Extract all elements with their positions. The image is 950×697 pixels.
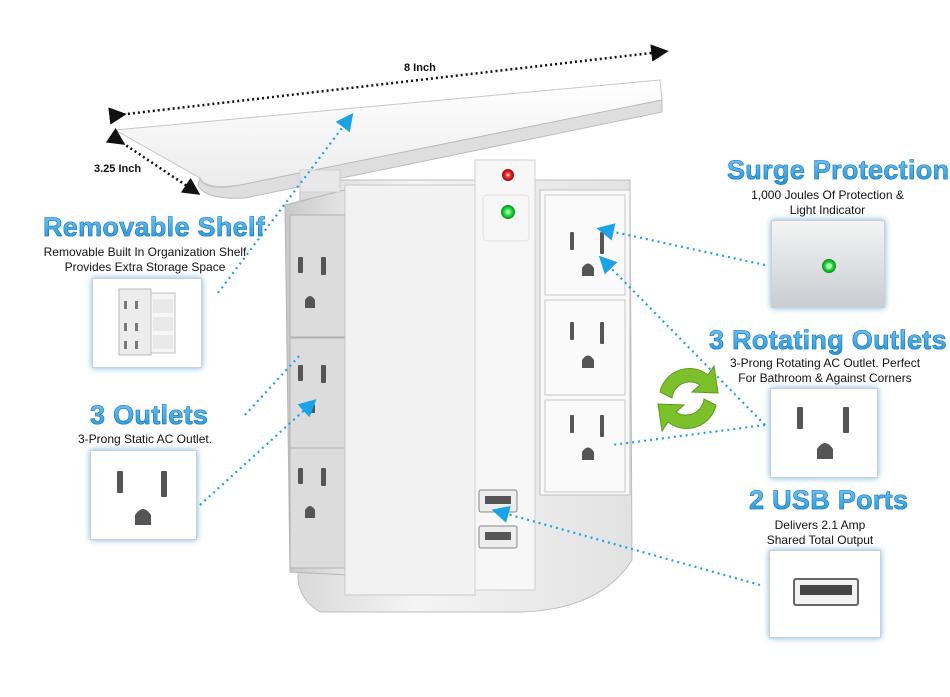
surge-protection-desc-line2: Light Indicator (789, 203, 866, 217)
three-outlets-description: 3-Prong Static AC Outlet. (60, 432, 230, 447)
removable-shelf-description: Removable Built In Organization Shelf Pr… (35, 245, 255, 275)
rotating-outlet-faces (570, 232, 604, 460)
usb-ports-description: Delivers 2.1 Amp Shared Total Output (745, 518, 895, 548)
removable-shelf-desc-line2: Provides Extra Storage Space (64, 260, 226, 274)
removable-shelf-title: Removable Shelf (43, 212, 266, 243)
green-led-icon (822, 259, 836, 273)
outlet-icon (117, 471, 167, 525)
depth-dimension-label: 3.25 Inch (94, 163, 142, 175)
rotating-outlets-description: 3-Prong Rotating AC Outlet. Perfect For … (725, 356, 925, 386)
surge-protector-body (284, 159, 633, 613)
three-outlets-desc-line1: 3-Prong Static AC Outlet. (77, 432, 213, 446)
green-led-icon (501, 205, 515, 219)
rotating-outlets-desc-line1: 3-Prong Rotating AC Outlet. Perfect (729, 356, 921, 370)
usb-ports-desc-line1: Delivers 2.1 Amp (774, 518, 866, 532)
usb-ports-desc-line2: Shared Total Output (766, 533, 874, 547)
rotate-arrows-icon (657, 364, 719, 433)
three-outlets-image (90, 450, 197, 540)
surge-protection-image (771, 220, 885, 308)
shelf-product-icon (118, 288, 176, 356)
removable-shelf-image (92, 278, 202, 368)
width-dimension-label: 8 Inch (404, 62, 436, 74)
removable-shelf-desc-line1: Removable Built In Organization Shelf (43, 245, 247, 259)
rotating-outlets-image (770, 388, 878, 478)
rotating-outlets-title: 3 Rotating Outlets (709, 325, 947, 356)
red-led-icon (502, 169, 514, 181)
rotating-outlets-desc-line2: For Bathroom & Against Corners (738, 371, 912, 385)
usb-ports-image (769, 550, 881, 638)
surge-protection-description: 1,000 Joules Of Protection & Light Indic… (735, 188, 920, 218)
width-dimension-line (108, 44, 669, 125)
usb-port-icon (793, 578, 859, 606)
usb-ports-title: 2 USB Ports (749, 485, 909, 516)
outlet-icon (797, 407, 849, 459)
callout-lines (199, 112, 766, 587)
three-outlets-title: 3 Outlets (90, 400, 209, 431)
surge-protection-desc-line1: 1,000 Joules Of Protection & (751, 188, 904, 202)
surge-protection-title: Surge Protection (727, 155, 950, 186)
depth-dimension-line (105, 127, 201, 195)
